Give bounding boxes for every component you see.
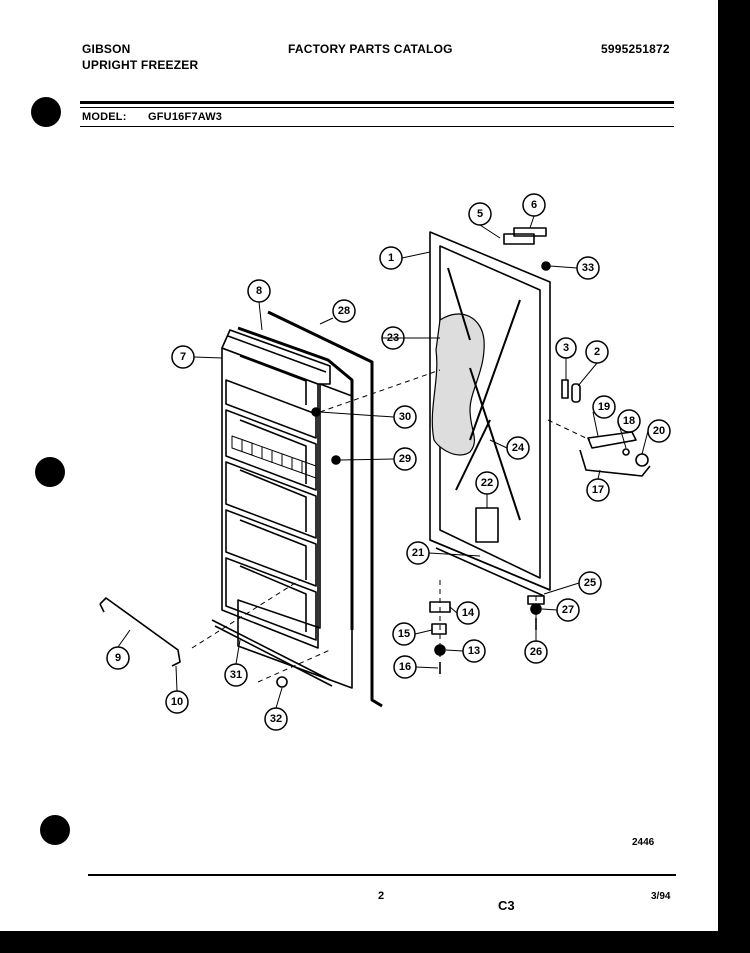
callout-26: 26 bbox=[530, 646, 542, 658]
figure-number: 2446 bbox=[632, 837, 655, 848]
page-number: 2 bbox=[378, 890, 385, 902]
callout-29: 29 bbox=[399, 453, 411, 465]
catalog-date: 3/94 bbox=[651, 891, 671, 902]
callout-28: 28 bbox=[338, 305, 350, 317]
callout-18: 18 bbox=[623, 415, 635, 427]
callout-7: 7 bbox=[180, 351, 186, 363]
callout-19: 19 bbox=[598, 401, 610, 413]
outer-door-panel bbox=[211, 383, 353, 689]
callout-8: 8 bbox=[256, 285, 262, 297]
callout-9: 9 bbox=[115, 652, 121, 664]
callout-25: 25 bbox=[584, 577, 596, 589]
callout-5: 5 bbox=[477, 208, 483, 220]
header-rule-thin bbox=[80, 107, 674, 108]
callout-21: 21 bbox=[412, 547, 424, 559]
hinge-assembly bbox=[579, 431, 651, 477]
catalog-number: 5995251872 bbox=[601, 42, 670, 56]
scan-border-bottom bbox=[0, 931, 750, 953]
callout-22: 22 bbox=[481, 477, 493, 489]
bracket-part-22 bbox=[475, 507, 499, 543]
callout-30: 30 bbox=[399, 411, 411, 423]
binder-hole-bottom bbox=[40, 815, 70, 845]
callout-6: 6 bbox=[531, 199, 537, 211]
header-rule-thick bbox=[80, 101, 674, 104]
callout-24: 24 bbox=[512, 442, 525, 454]
small-hardware bbox=[99, 227, 581, 688]
door-liner bbox=[221, 329, 331, 649]
callout-20: 20 bbox=[653, 425, 665, 437]
callout-16: 16 bbox=[399, 661, 411, 673]
callout-31: 31 bbox=[230, 669, 242, 681]
callout-17: 17 bbox=[592, 484, 604, 496]
callout-13: 13 bbox=[468, 645, 480, 657]
brand-name: GIBSON bbox=[82, 42, 131, 56]
model-label: MODEL: bbox=[82, 111, 127, 123]
callout-15: 15 bbox=[398, 628, 410, 640]
cabinet-struts bbox=[447, 267, 521, 521]
callout-33: 33 bbox=[582, 262, 594, 274]
binder-hole-middle bbox=[35, 457, 65, 487]
footer-rule bbox=[88, 874, 676, 876]
callout-27: 27 bbox=[562, 604, 574, 616]
model-rule bbox=[80, 126, 674, 127]
callout-2: 2 bbox=[594, 346, 600, 358]
callout-14: 14 bbox=[462, 607, 475, 619]
binder-hole-top bbox=[31, 97, 61, 127]
callout-10: 10 bbox=[171, 696, 183, 708]
callout-1: 1 bbox=[388, 252, 394, 264]
catalog-title: FACTORY PARTS CATALOG bbox=[288, 42, 453, 56]
door-shelf-rack bbox=[231, 435, 317, 479]
callout-32: 32 bbox=[270, 713, 282, 725]
model-value: GFU16F7AW3 bbox=[148, 111, 223, 123]
scan-border-right bbox=[718, 0, 750, 953]
callout-3: 3 bbox=[563, 342, 569, 354]
section-code: C3 bbox=[498, 898, 515, 913]
product-name: UPRIGHT FREEZER bbox=[82, 58, 199, 72]
insulation-block bbox=[431, 313, 485, 456]
